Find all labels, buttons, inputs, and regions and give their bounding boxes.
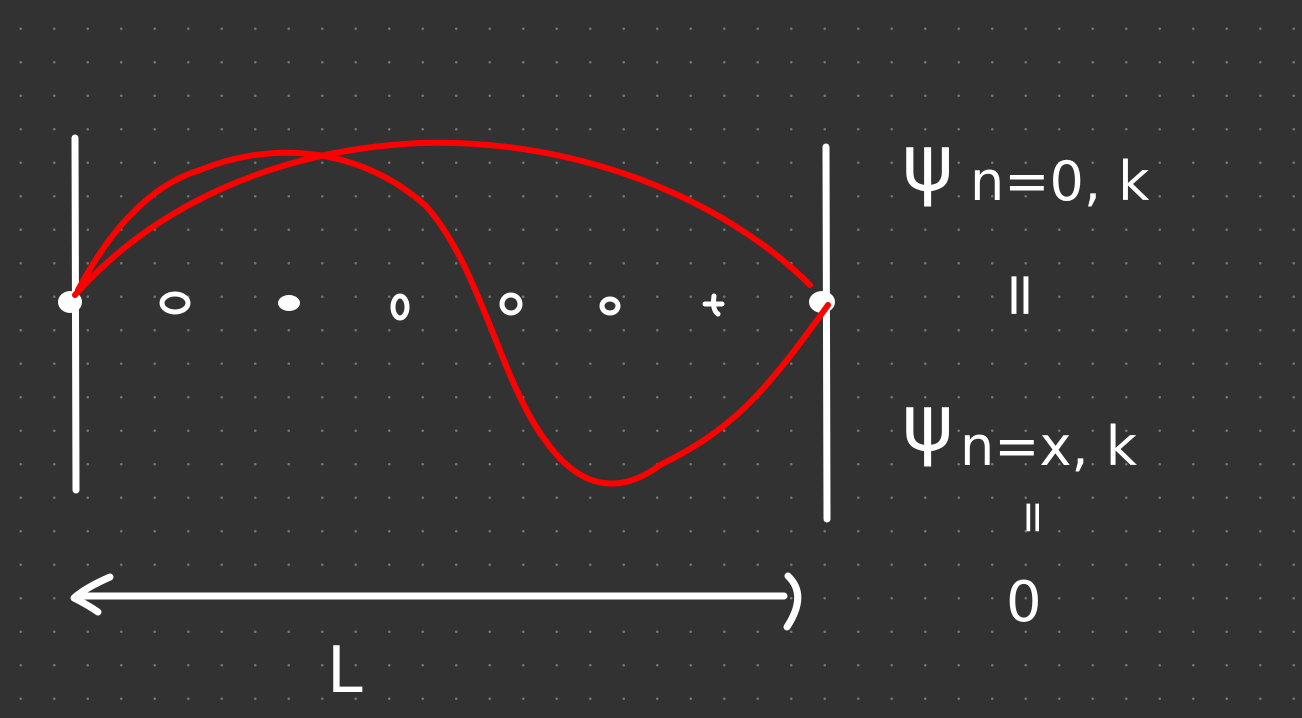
length-arrow bbox=[70, 572, 802, 631]
subscript-1: n=0, k bbox=[970, 150, 1150, 213]
site-4 bbox=[499, 292, 523, 316]
wave-excited-state bbox=[75, 149, 831, 487]
site-2 bbox=[278, 295, 300, 311]
right-wall bbox=[822, 143, 831, 523]
site-1 bbox=[159, 291, 191, 315]
psi-symbol-1: ψ bbox=[902, 119, 953, 209]
site-3 bbox=[390, 293, 410, 321]
length-label: L bbox=[327, 634, 363, 708]
site-6 bbox=[702, 293, 725, 317]
left-wall bbox=[71, 134, 80, 494]
arrow-head-left bbox=[70, 573, 114, 616]
psi-symbol-2: ψ bbox=[902, 379, 953, 469]
arrow-head-right bbox=[783, 572, 802, 631]
site-5 bbox=[599, 296, 621, 316]
wave-ground-state bbox=[72, 139, 813, 298]
subscript-2: n=x, k bbox=[960, 415, 1138, 478]
equals-sign-1: = bbox=[986, 270, 1056, 320]
result-zero: 0 bbox=[1006, 570, 1042, 635]
expressions: ψ n=0, k = ψ n=x, k = 0 bbox=[902, 119, 1150, 635]
lattice-sites bbox=[58, 291, 835, 321]
equals-sign-2: = bbox=[1008, 499, 1059, 536]
